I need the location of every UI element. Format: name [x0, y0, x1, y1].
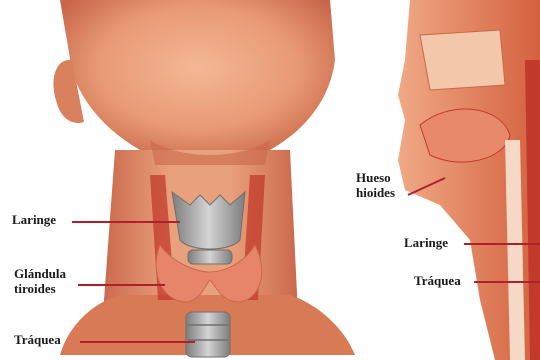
sagittal-view — [398, 0, 540, 360]
label-thyroid-line1: Glándula — [14, 266, 66, 281]
label-trachea-left: Tráquea — [14, 332, 61, 347]
nasal-cavity — [420, 30, 505, 90]
label-thyroid-left: Glándula tiroides — [14, 266, 66, 296]
label-larynx-right: Laringe — [404, 235, 448, 250]
label-trachea-right: Tráquea — [414, 273, 461, 288]
label-thyroid-line2: tiroides — [14, 281, 66, 296]
trachea — [186, 312, 230, 357]
frontal-view — [54, 0, 355, 357]
head — [60, 0, 335, 170]
label-hyoid-line1: Hueso — [356, 170, 395, 185]
cricoid-ring — [188, 250, 232, 264]
label-hyoid-line2: hioides — [356, 185, 395, 200]
label-larynx-left: Laringe — [12, 212, 56, 227]
label-hyoid-right: Hueso hioides — [356, 170, 395, 200]
